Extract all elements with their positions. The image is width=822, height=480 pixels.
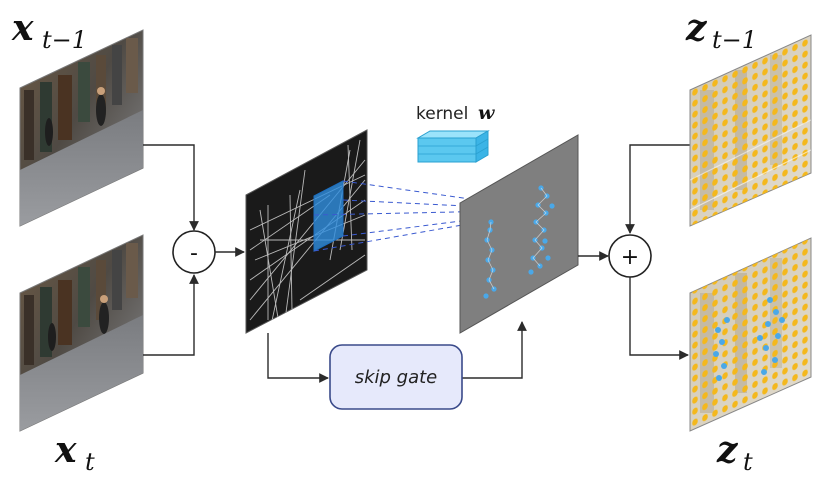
label-z-current-sub: t xyxy=(743,448,753,476)
arrow-skip-gate-to-feature xyxy=(462,321,527,379)
label-x-prev: x t−1 xyxy=(11,7,87,54)
feature-map xyxy=(459,134,579,334)
kernel-block: kernel w xyxy=(416,102,495,163)
input-frame-current xyxy=(19,234,144,432)
arrow-plus-to-zcurr xyxy=(629,277,689,360)
difference-frame xyxy=(245,129,368,334)
label-z-prev: z t−1 xyxy=(685,7,757,54)
subtract-operator: - xyxy=(172,230,216,274)
label-x-prev-sub: t−1 xyxy=(42,26,87,54)
skip-gate-label: skip gate xyxy=(355,367,438,388)
arrow-prev-to-minus xyxy=(143,144,199,231)
subtract-symbol: - xyxy=(190,241,198,266)
arrow-diff-to-skip-gate xyxy=(267,333,329,383)
input-frame-prev xyxy=(19,29,144,227)
label-x-current-main: x xyxy=(54,429,77,471)
arrow-current-to-minus xyxy=(143,274,199,356)
kernel-cube-icon xyxy=(416,130,490,163)
add-operator: + xyxy=(608,234,652,278)
arrow-zprev-to-plus xyxy=(625,144,690,234)
label-z-prev-main: z xyxy=(685,7,708,49)
label-z-current: z t xyxy=(716,429,753,476)
kernel-label: kernel xyxy=(416,104,468,124)
label-x-prev-main: x xyxy=(11,7,34,49)
label-z-current-main: z xyxy=(716,429,739,471)
label-x-current-sub: t xyxy=(85,448,95,476)
kernel-symbol: w xyxy=(478,102,495,124)
skip-gate: skip gate xyxy=(329,344,463,410)
label-z-prev-sub: t−1 xyxy=(712,26,757,54)
add-symbol: + xyxy=(621,245,639,270)
state-frame-current xyxy=(689,237,812,432)
label-x-current: x t xyxy=(54,429,95,476)
